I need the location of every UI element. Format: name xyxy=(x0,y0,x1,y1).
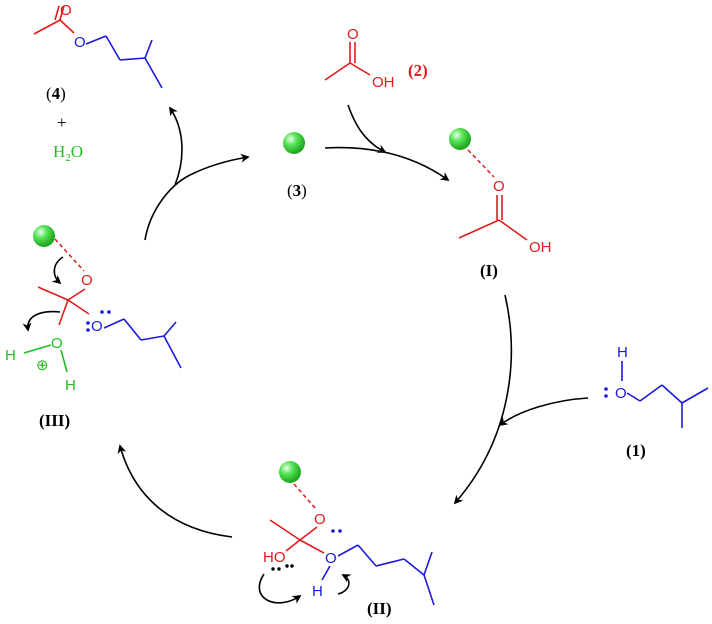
int3-water-h1: H xyxy=(5,347,16,364)
catalyst-sphere-icon xyxy=(279,461,301,483)
acid-carbonyl-oxygen: O xyxy=(347,26,359,43)
int3-water-oxygen: O xyxy=(51,335,63,352)
lone-pair-dots-icon xyxy=(604,387,608,391)
curved-arrow-icon xyxy=(144,153,250,241)
plus-sign: + xyxy=(57,113,67,132)
int3-alcohol-oxygen: O xyxy=(91,318,103,335)
curved-arrow-icon xyxy=(453,294,513,505)
catalyst-free: (3) xyxy=(283,132,307,200)
acid-hydroxyl: OH xyxy=(372,74,395,91)
curved-arrow-icon xyxy=(117,444,233,538)
curved-arrow-icon xyxy=(168,106,183,186)
int3-label: (III) xyxy=(39,411,70,430)
curved-arrow-icon xyxy=(22,310,61,332)
ester-oxygen: O xyxy=(74,34,86,51)
int1-hydroxyl: OH xyxy=(529,239,552,256)
catalyst-sphere-icon xyxy=(283,132,305,154)
water-formula: H2O xyxy=(53,142,83,164)
intermediate-I-structure: O OH (I) xyxy=(449,128,552,280)
intermediate-II-structure: O HO O H (II) xyxy=(258,461,435,618)
int1-carbonyl-oxygen: O xyxy=(493,178,505,195)
positive-charge-icon: ⊕ xyxy=(36,357,49,374)
int2-label: (II) xyxy=(367,599,392,618)
int2-hydroxyl: HO xyxy=(263,549,286,566)
acid-label: (2) xyxy=(408,61,428,80)
int2-hydrogen: H xyxy=(312,583,323,600)
alcohol-hydrogen: H xyxy=(617,344,628,361)
int2-alcohol-oxygen: O xyxy=(325,550,337,567)
alcohol-label: (1) xyxy=(626,441,646,460)
int2-oxygen: O xyxy=(314,511,326,528)
curved-arrow-icon xyxy=(258,573,302,604)
curved-arrow-icon xyxy=(347,104,387,153)
catalyst-sphere-icon xyxy=(449,128,471,150)
ester-label: (4) xyxy=(46,84,66,103)
int3-oxygen: O xyxy=(81,272,93,289)
int1-label: (I) xyxy=(480,261,498,280)
alcohol-oxygen: O xyxy=(615,385,627,402)
cycle-arrows xyxy=(117,104,589,538)
catalyst-label: (3) xyxy=(287,181,307,200)
curved-arrow-icon xyxy=(498,397,589,427)
curved-arrow-icon xyxy=(337,574,352,595)
catalyst-sphere-icon xyxy=(33,225,55,247)
curved-arrow-icon xyxy=(51,256,64,285)
int3-water-h2: H xyxy=(65,377,76,394)
isoamyl-alcohol-structure: H O (1) xyxy=(604,344,709,460)
acetic-acid-structure: O OH (2) xyxy=(324,26,428,91)
curved-arrow-icon xyxy=(324,146,450,182)
ester-product-structure: O O (4) + H2O xyxy=(33,2,163,164)
intermediate-III-structure: O O O H H ⊕ (III) xyxy=(5,225,182,430)
ester-carbonyl-oxygen: O xyxy=(60,2,72,19)
